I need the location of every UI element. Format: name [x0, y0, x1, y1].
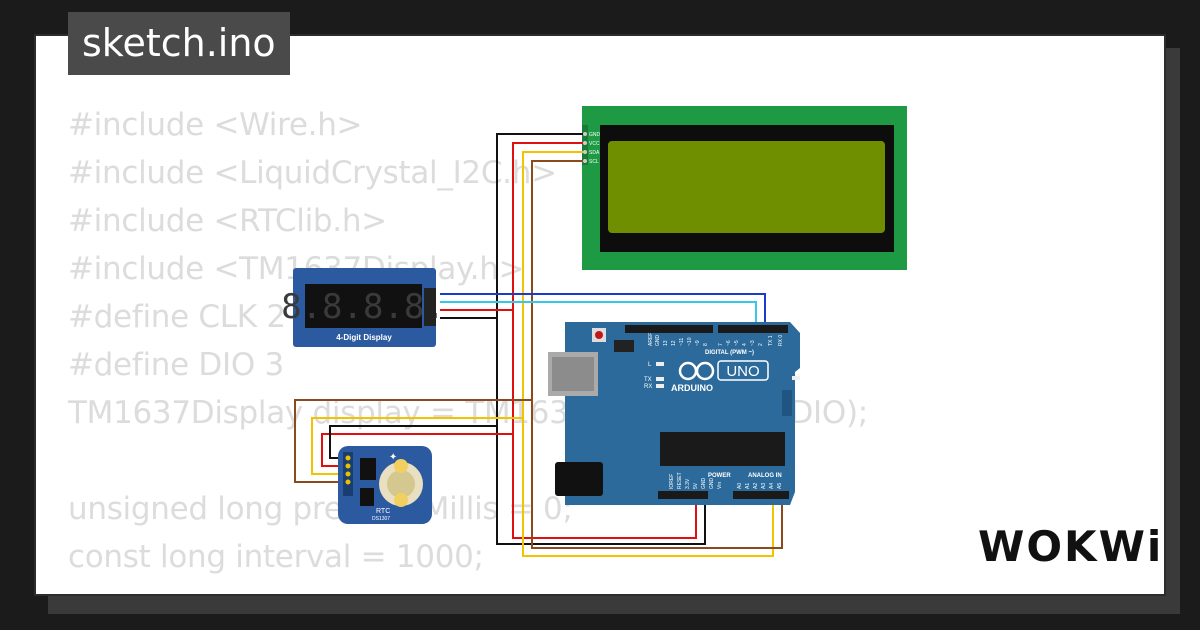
pin-label-gnd: GND — [655, 335, 661, 347]
atmega-chip — [660, 432, 785, 466]
pin-label-a3: A3 — [761, 483, 767, 489]
tm1637-display[interactable]: 8.8.8.8. 4-Digit Display — [281, 268, 445, 347]
code-line: #include <Wire.h> — [68, 107, 363, 143]
wire-rtc-sda[interactable] — [311, 417, 523, 475]
pin-label-9: ~9 — [695, 340, 701, 346]
pin-label-6: ~6 — [726, 340, 732, 346]
rtc-chip — [360, 458, 376, 480]
pin-label-2: 2 — [758, 343, 764, 346]
power-jack — [555, 462, 603, 496]
wire-rtc-vcc[interactable] — [321, 433, 513, 467]
arduino-infinity-icon — [678, 361, 715, 381]
pin-label-12: 12 — [671, 340, 677, 346]
rtc-chip-label: DS1307 — [372, 516, 390, 522]
pin-label-3: ~3 — [750, 340, 756, 346]
power-label: POWER — [708, 473, 731, 479]
led-l — [656, 362, 664, 366]
digital-header-low — [718, 325, 788, 333]
pin-label-gnd-2: GND — [709, 478, 715, 490]
file-tab[interactable]: sketch.ino — [68, 12, 290, 75]
tm1637-segment-window — [305, 284, 422, 328]
led-label-tx: TX — [644, 377, 652, 383]
lcd-pin-gnd: GND — [589, 132, 601, 138]
lcd-pin-sda: SDA — [589, 150, 600, 156]
pin-label-a0: A0 — [737, 483, 743, 489]
wire-tm-clk[interactable] — [440, 293, 766, 330]
led-label-l: L — [648, 362, 652, 368]
lcd-pin-scl: SCL — [589, 159, 599, 165]
digital-header-high — [625, 325, 713, 333]
tm1637-label: 4-Digit Display — [336, 333, 392, 342]
star-icon: ✦ — [389, 452, 397, 463]
arduino-uno[interactable]: DIGITAL (PWM ~) AREF GND 13 12 ~11 ~10 ~… — [548, 322, 811, 505]
rtc-module[interactable]: ✦ RTC DS1307 — [338, 446, 432, 524]
analog-label: ANALOG IN — [748, 473, 782, 479]
tm1637-digits: 8.8.8.8. — [281, 287, 445, 327]
code-line: const long interval = 1000; — [68, 539, 484, 575]
pin-label-a4: A4 — [769, 483, 775, 489]
wire-lcd-scl[interactable] — [531, 160, 783, 549]
rtc-label: RTC — [376, 508, 390, 515]
lcd-pin-header: GND VCC SDA SCL — [582, 125, 601, 165]
battery-icon — [387, 470, 415, 498]
wokwi-logo: WOKWi — [978, 522, 1164, 571]
pin-label-vin: Vin — [717, 482, 723, 489]
pin-label-13: 13 — [663, 340, 669, 346]
pin-label-3v3: 3.3V — [685, 478, 691, 489]
pin-label-tx: TX 1 — [768, 335, 774, 346]
rtc-crystal — [360, 488, 374, 506]
arduino-model: UNO — [726, 363, 759, 380]
pin-label-5v: 5V — [693, 482, 699, 489]
wire-rtc-scl[interactable] — [294, 399, 532, 483]
wires — [294, 133, 783, 557]
led-on — [792, 376, 800, 380]
digital-label: DIGITAL (PWM ~) — [705, 350, 754, 356]
led-label-on: ON — [802, 377, 811, 383]
led-rx — [656, 384, 664, 388]
led-label-rx: RX — [644, 384, 652, 390]
icsp-header — [614, 340, 634, 352]
pin-label-8: 8 — [703, 343, 709, 346]
icsp2-header — [782, 390, 792, 416]
code-line: #include <RTClib.h> — [68, 203, 387, 239]
analog-header — [733, 491, 789, 499]
pin-label-a5: A5 — [777, 483, 783, 489]
pin-label-10: ~10 — [687, 337, 693, 346]
pin-label-a1: A1 — [745, 483, 751, 489]
pin-label-4: 4 — [742, 343, 748, 346]
lcd-screen — [608, 141, 885, 233]
pin-label-11: ~11 — [679, 338, 685, 346]
lcd-display[interactable]: GND VCC SDA SCL — [582, 106, 907, 270]
wire-rtc-gnd[interactable] — [329, 425, 497, 459]
wire-lcd-gnd[interactable] — [496, 133, 706, 545]
pin-label-a2: A2 — [753, 483, 759, 489]
code-line: #include <LiquidCrystal_I2C.h> — [68, 155, 557, 191]
led-tx — [656, 377, 664, 381]
pin-label-7: 7 — [718, 343, 724, 346]
power-header — [658, 491, 708, 499]
wire-tm-dio[interactable] — [440, 301, 757, 330]
lcd-pin-vcc: VCC — [589, 141, 600, 147]
pin-label-gnd-1: GND — [701, 478, 707, 490]
wire-lcd-vcc[interactable] — [512, 142, 697, 539]
pin-label-aref: AREF — [648, 333, 654, 346]
pin-label-rx: RX 0 — [778, 335, 784, 346]
wire-lcd-sda[interactable] — [522, 151, 774, 557]
code-line: #define CLK 2 — [68, 299, 286, 335]
pin-label-ioref: IOREF — [669, 474, 675, 489]
tm1637-pin-header — [424, 288, 436, 326]
arduino-brand: ARDUINO — [671, 383, 713, 393]
code-line: #define DIO 3 — [68, 347, 284, 383]
pin-label-reset: RESET — [677, 472, 683, 489]
pin-label-5: ~5 — [734, 340, 740, 346]
code-preview: #include <Wire.h> #include <LiquidCrysta… — [68, 101, 868, 581]
